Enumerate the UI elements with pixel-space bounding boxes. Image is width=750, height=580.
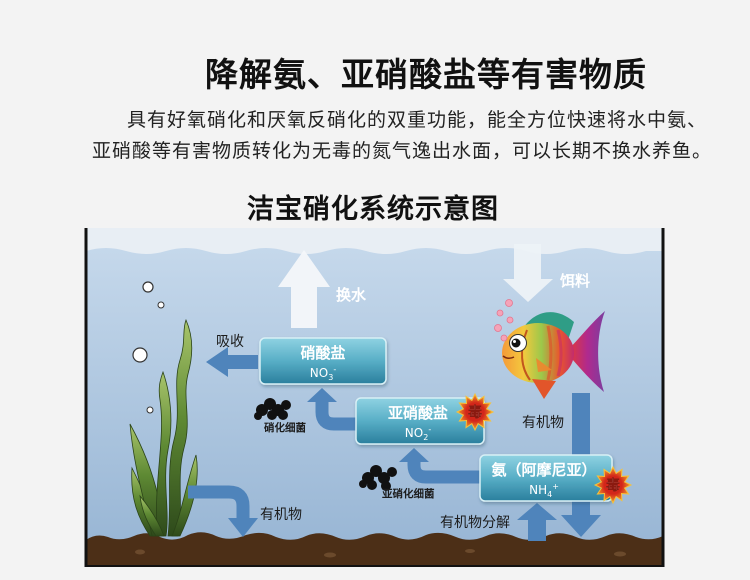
fish-tail	[566, 311, 605, 392]
description-line: 亚硝酸等有害物质转化为无毒的氮气逸出水面，可以长期不换水养鱼。	[92, 140, 713, 162]
nitrate-node: 硝酸盐 NO3-	[259, 337, 387, 385]
arrow-head	[228, 518, 258, 537]
fish-bubble	[505, 299, 513, 307]
bacteria-cell	[359, 480, 367, 488]
arrow-head	[307, 388, 337, 402]
fish-pectoral-fin	[536, 358, 552, 372]
fish-stripe	[556, 329, 563, 377]
formula-superscript: -	[428, 425, 431, 434]
organic-matter-down-arrow-head	[561, 515, 601, 537]
bacteria-cell	[281, 400, 291, 410]
diagram-title: 洁宝硝化系统示意图	[247, 194, 499, 225]
bacteria-cell	[254, 412, 262, 420]
formula-base: NO	[405, 426, 423, 440]
seaweed-leaf	[167, 318, 193, 537]
nitrite-to-nitrate-arrow	[307, 388, 358, 431]
bacteria-cell	[381, 481, 391, 491]
formula-subscript: 3	[328, 373, 333, 382]
plant-organic-matter-arrow	[188, 485, 258, 537]
page-title: 降解氨、亚硝酸盐等有害物质	[205, 55, 647, 94]
node-formula: NH4+	[529, 482, 559, 499]
water-change-up-arrow	[278, 250, 330, 328]
absorb-label: 吸收	[216, 334, 244, 350]
nitrifying-bacteria-label: 硝化细菌	[264, 421, 306, 434]
seaweed-leaf	[156, 370, 172, 537]
fish-bubble	[500, 334, 508, 342]
arrow-shaft	[407, 460, 482, 484]
toxic-label: 毒	[468, 404, 482, 421]
bacteria-cell	[278, 410, 288, 420]
fish-eye-glint	[513, 340, 516, 343]
seaweed-leaf	[171, 454, 198, 537]
formula-base: NH	[529, 483, 547, 497]
toxic-label: 毒	[606, 477, 620, 494]
air-bubble	[157, 301, 165, 309]
formula-base: NO	[310, 366, 328, 380]
seaweed-leaf	[139, 494, 165, 537]
feed-label: 饵料	[559, 272, 590, 290]
nitrite-node: 亚硝酸盐 NO2-	[355, 397, 485, 445]
fish-bubble	[494, 324, 502, 332]
fish-bubbles	[494, 299, 514, 342]
decomposition-label: 有机物分解	[440, 515, 510, 531]
fish-bubble	[496, 309, 504, 317]
pebble	[614, 551, 626, 557]
air-bubble	[142, 281, 154, 293]
air-bubble	[132, 347, 148, 363]
pebble	[324, 552, 336, 558]
fish	[502, 311, 605, 399]
seaweed	[129, 318, 198, 537]
fish-body	[502, 323, 574, 383]
nitrifying-bacteria-cluster	[254, 398, 291, 420]
fish-mouth	[502, 355, 515, 360]
toxic-starburst	[593, 465, 633, 505]
substrate	[86, 532, 663, 566]
fish-pupil	[511, 338, 521, 348]
nitrosifying-bacteria-cluster	[359, 465, 397, 491]
ammonia-node: 氨（阿摩尼亚） NH4+	[479, 454, 613, 502]
bacteria-cell	[367, 480, 377, 490]
toxic-badge: 毒	[455, 392, 495, 432]
arrow-shaft	[188, 485, 250, 520]
node-box	[259, 337, 387, 385]
bacteria-cell	[387, 467, 397, 477]
nitrosifying-bacteria-label: 亚硝化细菌	[382, 487, 435, 500]
organic-matter-fish-label: 有机物	[522, 415, 564, 431]
node-formula: NO2-	[405, 425, 432, 442]
toxic-starburst	[455, 392, 495, 432]
absorb-left-arrow	[206, 347, 258, 377]
arrow-shaft	[315, 400, 358, 431]
node-name: 亚硝酸盐	[388, 404, 448, 422]
arrow-head	[399, 448, 429, 462]
feed-down-arrow	[503, 244, 553, 302]
node-name: 硝酸盐	[300, 344, 345, 362]
formula-superscript: -	[333, 365, 336, 374]
node-name: 氨（阿摩尼亚）	[491, 461, 596, 479]
ammonia-to-nitrite-arrow	[399, 448, 482, 484]
air-bubble	[146, 406, 154, 414]
water-change-label: 换水	[336, 286, 367, 304]
bacteria-cell	[267, 410, 277, 420]
fish-bubble	[506, 316, 514, 324]
formula-subscript: 4	[547, 490, 552, 499]
bacteria-cell	[370, 465, 382, 477]
decomposition-up-arrow	[517, 503, 557, 541]
bacteria-cell	[378, 472, 390, 484]
organic-matter-plant-label: 有机物	[260, 507, 302, 523]
toxic-badge: 毒	[593, 465, 633, 505]
pebble	[135, 549, 145, 555]
fish-pelvic-fin	[532, 379, 556, 399]
fish-gill	[521, 329, 531, 381]
description-line: 具有好氧硝化和厌氧反硝化的双重功能，能全方位快速将水中氨、	[127, 109, 708, 131]
formula-subscript: 2	[423, 433, 428, 442]
formula-superscript: +	[552, 482, 559, 491]
fish-stripe	[546, 325, 553, 381]
node-formula: NO3-	[310, 365, 337, 382]
pebble	[465, 549, 475, 553]
